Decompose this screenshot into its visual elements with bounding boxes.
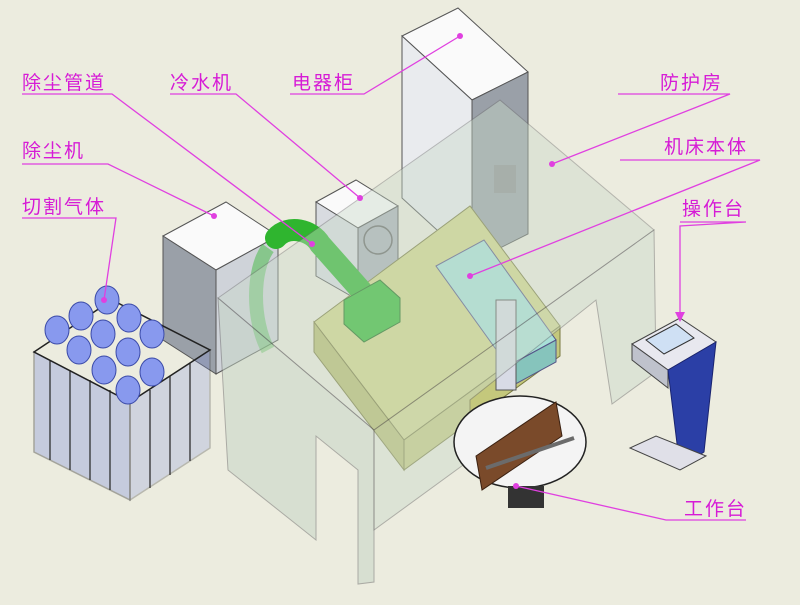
label-cutting-gas: 切割气体 [22,196,107,218]
label-dust-pipe: 除尘管道 [22,72,107,94]
worktable [453,395,587,508]
protective-room [217,99,657,585]
label-worktable: 工作台 [684,498,748,520]
electric-cabinet [401,7,529,264]
label-console: 操作台 [682,198,746,220]
label-dust-collector: 除尘机 [22,140,86,162]
console [628,317,717,471]
cutting-head [495,299,517,391]
leader-lines [22,35,761,521]
label-protective-room: 防护房 [660,72,724,94]
dust-pipe [249,219,401,354]
leader-dots [101,33,685,489]
label-electric-cabinet: 电器柜 [292,72,356,94]
label-chiller: 冷水机 [170,72,234,94]
chiller [315,179,399,301]
label-machine-body: 机床本体 [664,136,749,158]
